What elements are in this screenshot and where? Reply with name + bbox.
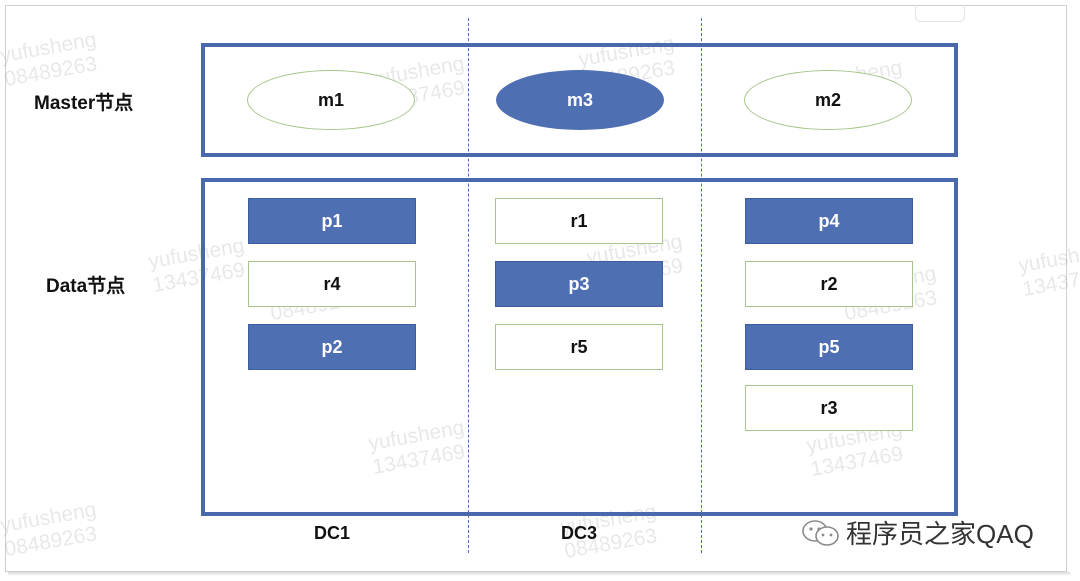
data-node-r3[interactable]: r3 [745, 385, 913, 431]
frame-shadow [8, 572, 1070, 576]
master-node-m3[interactable]: m3 [496, 70, 664, 130]
data-node-p1[interactable]: p1 [248, 198, 416, 244]
corner-tab [915, 5, 965, 22]
data-node-r4[interactable]: r4 [248, 261, 416, 307]
data-node-r2[interactable]: r2 [745, 261, 913, 307]
data-node-p3[interactable]: p3 [495, 261, 663, 307]
data-panel [201, 178, 958, 516]
master-node-m1[interactable]: m1 [247, 70, 415, 130]
data-node-p4[interactable]: p4 [745, 198, 913, 244]
footer-text: 程序员之家QAQ [846, 519, 1034, 549]
master-node-m2[interactable]: m2 [744, 70, 912, 130]
footer-badge: 程序员之家QAQ [800, 514, 1034, 551]
master-panel [201, 43, 958, 157]
master-row-label: Master节点 [34, 93, 134, 114]
dc-label-dc1: DC1 [313, 523, 350, 543]
image-frame [5, 5, 1067, 572]
dc-label-dc3: DC3 [560, 523, 597, 543]
data-row-label: Data节点 [46, 276, 126, 297]
data-node-p5[interactable]: p5 [745, 324, 913, 370]
dc-divider [468, 18, 469, 553]
data-node-p2[interactable]: p2 [248, 324, 416, 370]
data-node-r5[interactable]: r5 [495, 324, 663, 370]
data-node-r1[interactable]: r1 [495, 198, 663, 244]
dc-divider [701, 18, 702, 553]
wechat-icon [800, 518, 842, 548]
